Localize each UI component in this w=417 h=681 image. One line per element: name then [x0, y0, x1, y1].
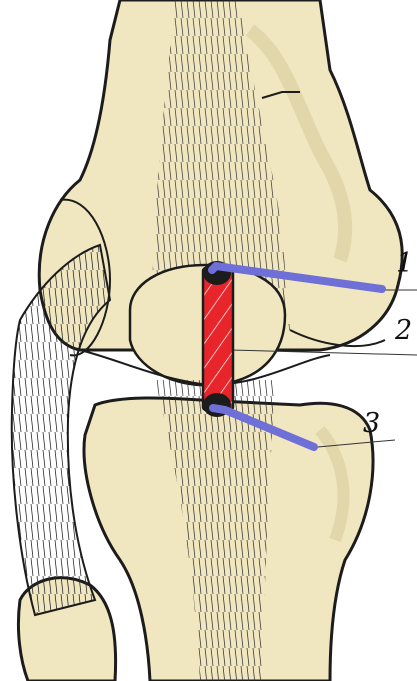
label-2: 2	[394, 315, 412, 346]
graft-implant	[203, 268, 233, 410]
label-3: 3	[363, 408, 380, 439]
label-1: 1	[396, 248, 413, 279]
